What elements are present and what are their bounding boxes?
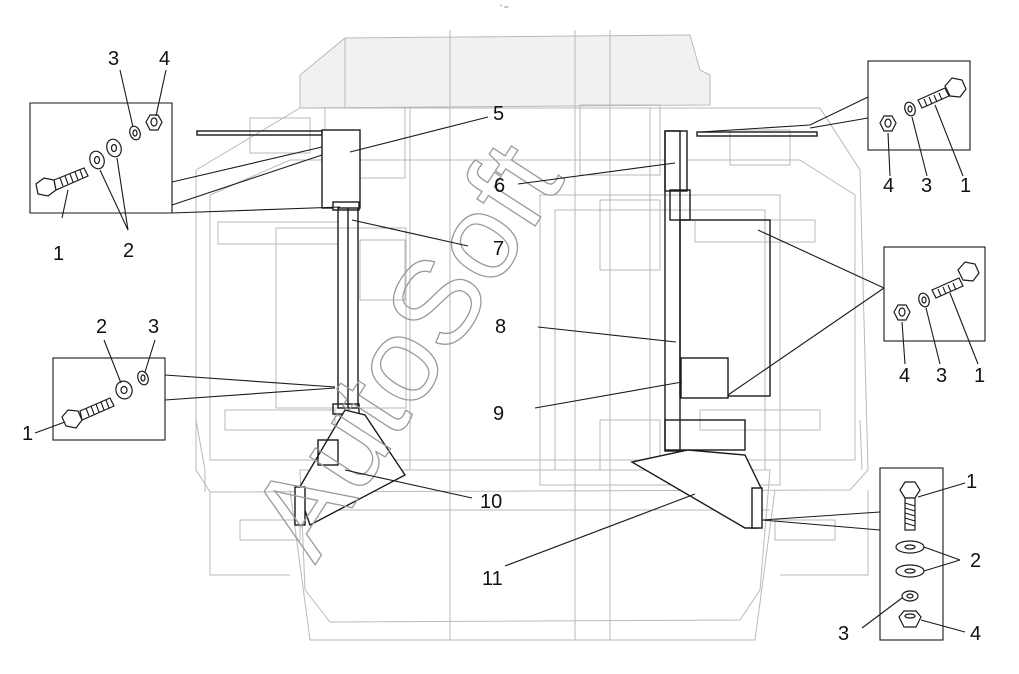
- bolt-icon: [35, 167, 89, 197]
- vehicle-background-outline: [195, 30, 869, 641]
- callout-5: 5: [493, 103, 504, 125]
- inset-mid-left-fasteners: 1 2 3: [22, 316, 166, 445]
- header-mark: ° ═: [500, 5, 509, 11]
- lock-washer-icon: [918, 292, 930, 308]
- washer-icon: [895, 540, 925, 578]
- nut-icon: [879, 115, 897, 132]
- nut-icon: [893, 304, 911, 321]
- inset-mid-right-fasteners: 4 3 1: [883, 246, 986, 387]
- inset-br-label-1: 1: [966, 471, 977, 493]
- lock-washer-icon: [904, 101, 916, 117]
- bolt-icon: [61, 397, 115, 429]
- nut-icon: [145, 114, 163, 131]
- nut-icon: [898, 610, 922, 628]
- inset-tr-label-1: 1: [960, 175, 971, 197]
- inset-ml-label-2: 2: [96, 316, 107, 338]
- callout-11: 11: [482, 568, 503, 590]
- bolt-icon: [931, 261, 980, 299]
- lock-washer-icon: [129, 125, 141, 141]
- inset-tl-label-2: 2: [123, 240, 134, 262]
- inset-br-label-3: 3: [838, 623, 849, 645]
- inset-mr-label-3: 3: [936, 365, 947, 387]
- inset-tl-label-1: 1: [53, 243, 64, 265]
- inset-mr-label-4: 4: [899, 365, 910, 387]
- callout-9: 9: [493, 403, 504, 425]
- main-callout-numbers: 5 6 7 8 9 10 11: [480, 103, 506, 590]
- inset-mr-label-1: 1: [974, 365, 985, 387]
- bolt-icon: [917, 77, 967, 109]
- left-bracket-assembly: [196, 129, 407, 527]
- callout-6: 6: [494, 175, 505, 197]
- inset-ml-label-3: 3: [148, 316, 159, 338]
- inset-top-right-fasteners: 4 3 1: [867, 60, 971, 197]
- inset-tr-label-4: 4: [883, 175, 894, 197]
- callout-7: 7: [493, 238, 504, 260]
- inset-bottom-right-fasteners: 1 2 3 4: [838, 467, 981, 645]
- lock-washer-icon: [137, 370, 149, 386]
- lock-washer-icon: [901, 590, 919, 602]
- inset-tl-label-4: 4: [159, 48, 170, 70]
- inset-tr-label-3: 3: [921, 175, 932, 197]
- right-bracket-assembly: [630, 130, 818, 529]
- inset-br-label-2: 2: [970, 550, 981, 572]
- callout-8: 8: [495, 316, 506, 338]
- washer-icon: [115, 380, 133, 400]
- callout-10: 10: [480, 491, 502, 513]
- inset-top-left-fasteners: 1 2 3 4: [29, 48, 173, 265]
- inset-br-label-4: 4: [970, 623, 981, 645]
- inset-ml-label-1: 1: [22, 423, 33, 445]
- washer-icon: [89, 138, 122, 170]
- bolt-icon: [899, 481, 921, 531]
- inset-tl-label-3: 3: [108, 48, 119, 70]
- callout-leader-lines: [164, 96, 885, 567]
